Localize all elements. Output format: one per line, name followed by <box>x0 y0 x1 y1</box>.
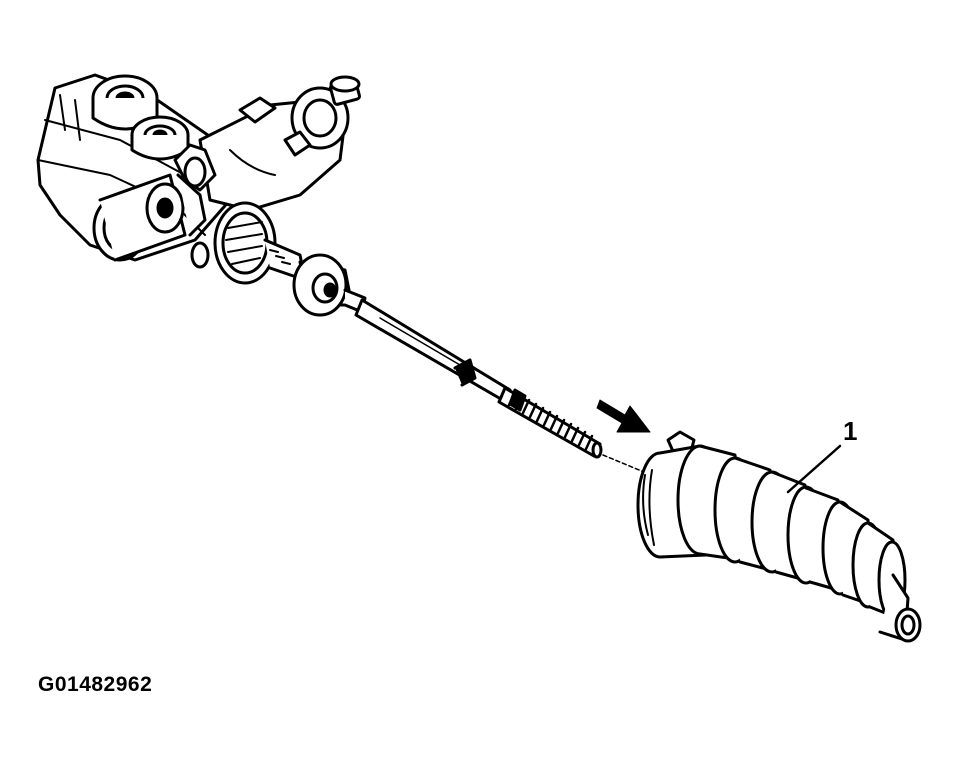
mounting-bushing-middle <box>130 115 190 161</box>
rack-inner-end <box>190 201 307 285</box>
rack-boot-bellows <box>636 430 922 643</box>
install-direction-arrow <box>596 399 651 433</box>
figure-code: G01482962 <box>38 673 153 696</box>
callout-number-1: 1 <box>843 416 858 446</box>
inner-tie-rod-socket <box>292 253 367 317</box>
pinion-valve-housing <box>198 75 361 212</box>
callout-leader-line <box>786 444 842 494</box>
rack-end-cap-left <box>92 173 207 262</box>
tie-rod-shaft <box>354 298 603 459</box>
rack-housing <box>36 73 361 262</box>
mounting-bushing-upper <box>91 74 159 131</box>
tie-rod-threads <box>497 386 602 458</box>
